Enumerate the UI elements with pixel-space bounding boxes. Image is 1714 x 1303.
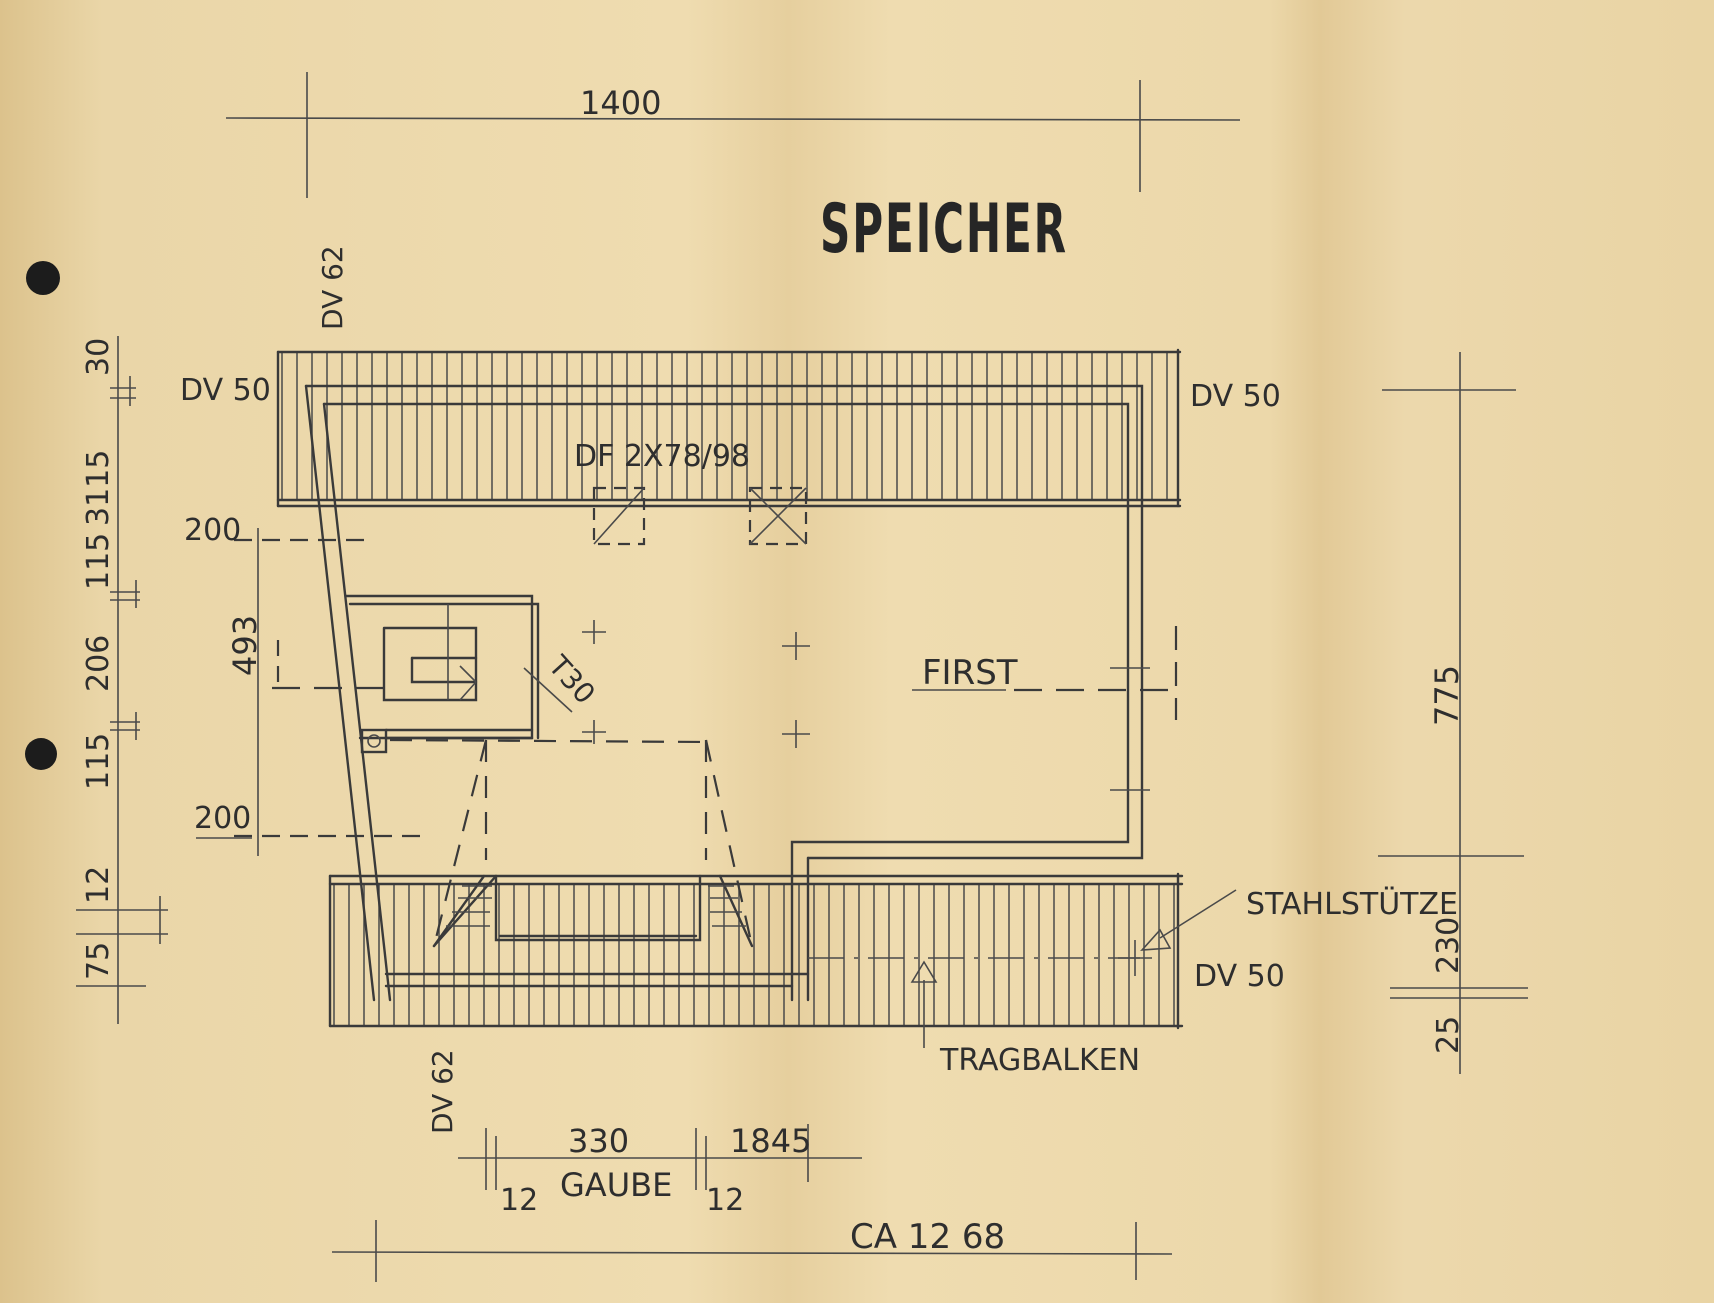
ridge-line	[272, 626, 1178, 791]
roof-window-left	[592, 486, 646, 546]
drawing-title: SPEICHER	[820, 190, 1068, 269]
dimension-left-chain	[76, 336, 168, 1024]
dim-bottom-overall: CA 12 68	[850, 1217, 1005, 1257]
dormer	[389, 738, 754, 948]
dim-left-4: 206	[81, 635, 116, 692]
steel-column-arrow	[1118, 889, 1237, 976]
dim-left-2: 3115	[81, 450, 116, 526]
dim-inner-bottom: 200	[194, 801, 251, 836]
dv-label-bottom-right: DV 50	[1194, 959, 1285, 994]
dim-right-2: 230	[1431, 917, 1466, 974]
dimension-inner-left	[196, 528, 424, 856]
dimension-bottom-overall	[331, 1220, 1173, 1282]
dim-right-height: 775	[1428, 665, 1466, 726]
girder-arrow	[910, 960, 938, 1048]
dim-left-1: 30	[81, 338, 116, 376]
roof-overhang-top-hatch	[281, 352, 1168, 500]
attic-wall-outline	[304, 384, 1144, 1002]
dim-left-5: 115	[81, 733, 116, 790]
dim-left-6: 12	[81, 866, 116, 904]
roof-window-right	[748, 486, 808, 546]
roof-band-top	[276, 348, 1182, 508]
dormer-step-lines	[446, 885, 746, 927]
dimension-dormer	[458, 1124, 862, 1190]
roof-band-bottom	[328, 872, 1184, 1030]
ridge-label: FIRST	[922, 653, 1018, 693]
dim-dormer-right: 1845	[730, 1122, 811, 1160]
steel-column-label: STAHLSTÜTZE	[1246, 886, 1458, 922]
dv-label-top-vertical: DV 62	[316, 245, 349, 330]
dim-dormer-wall-right: 12	[706, 1183, 744, 1218]
dim-inner-top: 200	[184, 513, 241, 548]
stair-opening	[344, 594, 573, 754]
dim-left-7: 75	[81, 942, 116, 980]
roof-overhang-bottom-hatch	[333, 884, 1175, 1026]
stair-door-label: T30	[541, 648, 601, 710]
dormer-label: GAUBE	[560, 1166, 672, 1204]
roof-window-label: DF 2X78/98	[574, 439, 750, 474]
girder-label: TRAGBALKEN	[939, 1043, 1140, 1078]
dim-dormer-width: 330	[568, 1122, 629, 1160]
dim-inner-height: 493	[226, 615, 264, 676]
dim-dormer-wall-left: 12	[500, 1183, 538, 1218]
punch-hole-bottom	[25, 738, 57, 770]
dv-label-top-right: DV 50	[1190, 379, 1281, 414]
dv-label-bottom-vertical: DV 62	[426, 1049, 459, 1134]
dv-label-top-left: DV 50	[180, 373, 271, 408]
dim-label-top: 1400	[580, 84, 661, 122]
dimension-right-chain	[1378, 352, 1528, 1074]
dim-right-3: 25	[1431, 1016, 1466, 1054]
punch-hole-top	[26, 261, 60, 295]
center-marks	[582, 620, 810, 748]
dimension-top-overall: 1400	[225, 72, 1241, 198]
dim-left-3: 115	[81, 533, 116, 590]
